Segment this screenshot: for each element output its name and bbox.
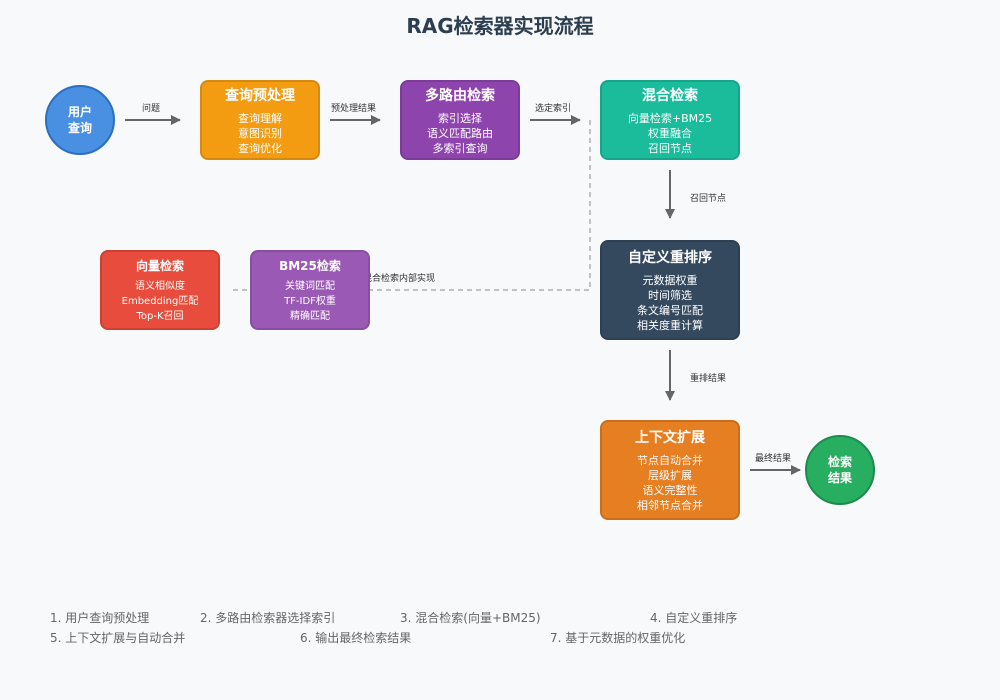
node-line: 层级扩展 <box>648 469 692 482</box>
node-title: 多路由检索 <box>425 87 495 104</box>
node-title: 查询预处理 <box>225 87 295 104</box>
context-expansion-node: 上下文扩展 节点自动合并 层级扩展 语义完整性 相邻节点合并 <box>600 420 740 520</box>
node-line: TF-IDF权重 <box>284 295 336 307</box>
node-line: 向量检索+BM25 <box>627 111 713 125</box>
bm25-retrieval-node: BM25检索 关键词匹配 TF-IDF权重 精确匹配 <box>250 250 370 330</box>
node-line: 相关度重计算 <box>637 319 703 332</box>
edge-label-recall-nodes: 召回节点 <box>690 194 727 204</box>
node-line: 召回节点 <box>648 141 692 155</box>
vector-retrieval-node: 向量检索 语义相似度 Embedding匹配 Top-K召回 <box>100 250 220 330</box>
node-title: BM25检索 <box>279 258 341 273</box>
node-title: 混合检索 <box>642 87 698 104</box>
result-line-2: 结果 <box>827 471 852 485</box>
node-line: 意图识别 <box>238 126 282 140</box>
edge-label-rerank-result: 重排结果 <box>690 374 727 384</box>
node-line: 查询优化 <box>238 141 282 155</box>
edge-label-hybrid-internal: 混合检索内部实现 <box>363 274 436 284</box>
node-line: 语义匹配路由 <box>427 126 493 140</box>
legend-step-2: 2. 多路由检索器选择索引 <box>200 611 336 625</box>
node-line: 时间筛选 <box>648 289 692 302</box>
node-line: 节点自动合并 <box>637 454 703 467</box>
node-title: 向量检索 <box>135 258 184 273</box>
node-line: 元数据权重 <box>642 274 698 287</box>
node-line: 查询理解 <box>238 111 282 125</box>
node-line: 语义相似度 <box>135 280 185 292</box>
edge-label-preprocess-result: 预处理结果 <box>331 104 377 114</box>
legend-step-1: 1. 用户查询预处理 <box>50 611 150 625</box>
legend-step-4: 4. 自定义重排序 <box>650 611 738 625</box>
user-query-line-1: 用户 <box>67 105 92 119</box>
node-title: 上下文扩展 <box>635 430 705 446</box>
edge-label-final-result: 最终结果 <box>755 454 792 464</box>
node-line: Top-K召回 <box>136 310 184 322</box>
node-line: 语义完整性 <box>642 484 698 497</box>
node-line: 精确匹配 <box>290 310 330 322</box>
node-line: 条文编号匹配 <box>637 304 703 317</box>
custom-rerank-node: 自定义重排序 元数据权重 时间筛选 条文编号匹配 相关度重计算 <box>600 240 740 340</box>
node-line: Embedding匹配 <box>121 295 199 307</box>
legend-step-5: 5. 上下文扩展与自动合并 <box>50 631 186 645</box>
query-preprocess-node: 查询预处理 查询理解 意图识别 查询优化 <box>200 80 320 160</box>
edge-label-selected-index: 选定索引 <box>535 104 572 114</box>
legend-step-6: 6. 输出最终检索结果 <box>300 631 412 645</box>
node-line: 关键词匹配 <box>285 280 335 292</box>
node-line: 权重融合 <box>648 126 692 140</box>
node-line: 多索引查询 <box>432 141 488 155</box>
user-query-node: 用户 查询 <box>45 85 115 155</box>
multi-route-retrieval-node: 多路由检索 索引选择 语义匹配路由 多索引查询 <box>400 80 520 160</box>
hybrid-retrieval-node: 混合检索 向量检索+BM25 权重融合 召回节点 <box>600 80 740 160</box>
user-query-line-2: 查询 <box>67 121 92 135</box>
edge-label-question: 问题 <box>142 104 161 114</box>
legend-step-3: 3. 混合检索(向量+BM25) <box>400 611 541 625</box>
legend-step-7: 7. 基于元数据的权重优化 <box>550 631 686 645</box>
retrieval-result-node: 检索 结果 <box>805 435 875 505</box>
node-title: 自定义重排序 <box>628 250 712 266</box>
node-line: 相邻节点合并 <box>637 499 703 512</box>
result-line-1: 检索 <box>827 455 852 469</box>
node-line: 索引选择 <box>438 111 482 125</box>
diagram-title: RAG检索器实现流程 <box>406 14 594 38</box>
